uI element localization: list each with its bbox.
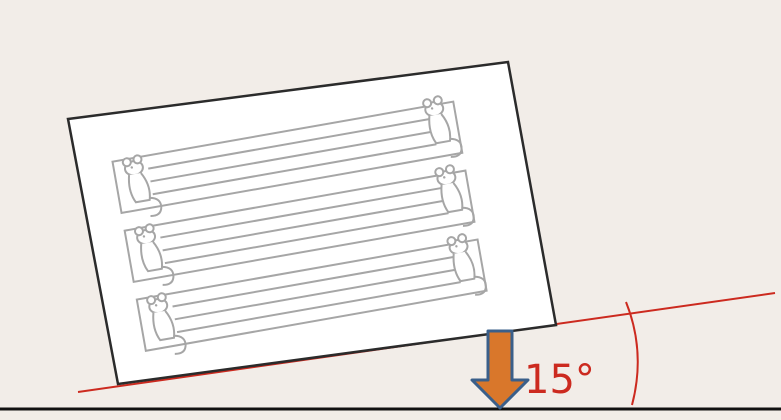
angle-label: 15° (524, 357, 595, 403)
angle-arc (626, 302, 638, 405)
down-arrow-icon (472, 331, 528, 408)
paper-sheet (68, 62, 556, 384)
